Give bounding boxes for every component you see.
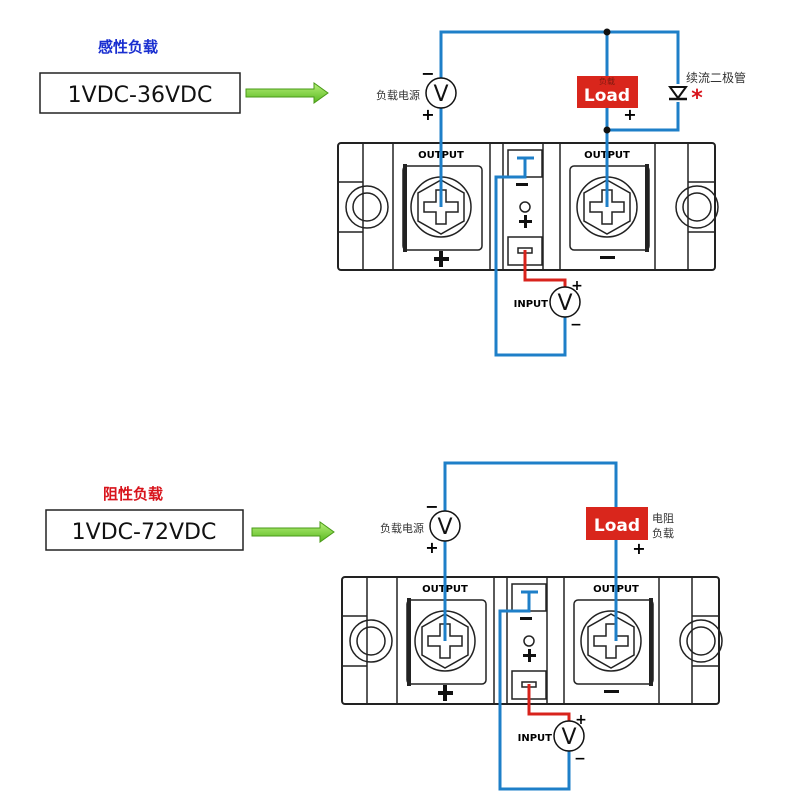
voltage-range-box xyxy=(39,72,241,114)
input-positive-wire xyxy=(527,684,571,721)
load-type-label: 阻性负载 xyxy=(103,485,163,503)
minus-sign: − xyxy=(425,497,438,516)
diode-label: 续流二极管 xyxy=(686,70,746,85)
plus-sign: + xyxy=(623,105,636,124)
voltage-range: 1VDC-36VDC xyxy=(68,83,213,108)
output-wires xyxy=(443,461,618,791)
plus-sign: + xyxy=(575,712,587,728)
input-positive-wire xyxy=(523,250,567,287)
supply-label: 负载电源 xyxy=(380,521,424,535)
load-box xyxy=(586,507,648,540)
voltage-range-box xyxy=(45,509,244,551)
plus-sign: + xyxy=(632,539,645,558)
plus-sign: + xyxy=(421,105,434,124)
inductive-load-diagram: 感性负载 1VDC-36VDC OUTPUT OUTPUT 负载电源 − + 负… xyxy=(39,28,746,357)
supply-label: 负载电源 xyxy=(376,88,420,102)
arrow-icon xyxy=(251,521,335,543)
minus-sign: − xyxy=(570,317,582,333)
plus-sign: + xyxy=(571,278,583,294)
load-box xyxy=(577,76,638,108)
diode-icon xyxy=(668,86,688,101)
ssr-module xyxy=(340,575,724,706)
load-label: Load xyxy=(584,86,630,106)
ssr-module xyxy=(336,141,720,272)
load-type-label: 感性负载 xyxy=(98,38,158,56)
voltage-range: 1VDC-72VDC xyxy=(72,520,217,545)
load-label: Load xyxy=(594,516,640,536)
input-label: INPUT xyxy=(514,299,549,310)
load-sub-label: 负载 xyxy=(599,76,615,86)
minus-sign: − xyxy=(574,751,586,767)
plus-sign: + xyxy=(425,538,438,557)
resistive-load-diagram: 阻性负载 1VDC-72VDC OUTPUT OUTPUT 负载电源 − + L… xyxy=(45,461,724,791)
minus-sign: − xyxy=(421,64,434,83)
load-side-label: 电阻 xyxy=(652,512,674,525)
star-icon: * xyxy=(691,86,703,111)
arrow-icon xyxy=(245,82,329,104)
load-side-label: 负载 xyxy=(652,526,674,540)
input-label: INPUT xyxy=(518,733,553,744)
